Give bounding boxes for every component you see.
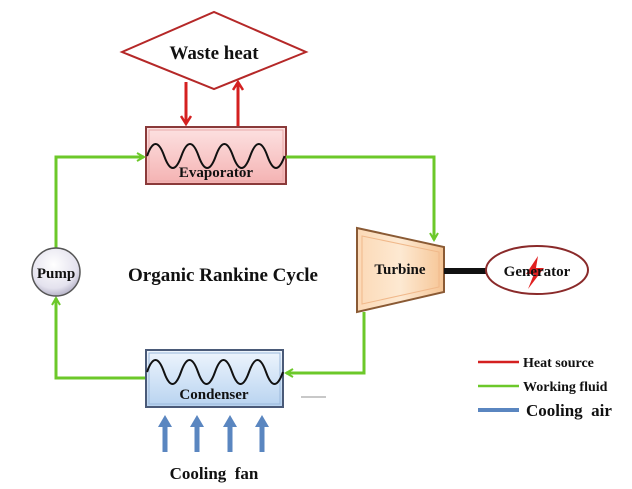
legend-label-cooling-air: Cooling air [526, 401, 612, 420]
generator-label: Generator [504, 264, 571, 280]
fluid-turbine-to-condenser [286, 312, 366, 373]
legend-label-heat-source: Heat source [523, 356, 594, 371]
turbine-node: Turbine [356, 226, 445, 314]
pump-node: Pump [31, 247, 81, 297]
cooling-air-arrows [158, 415, 269, 452]
working-fluid-loop [54, 155, 434, 380]
cooling-fan-label: Cooling fan [170, 464, 259, 483]
fluid-evap-to-turbine [286, 155, 434, 240]
lightning-icon [526, 256, 544, 289]
evaporator-coil [146, 143, 286, 169]
legend-label-working-fluid: Working fluid [523, 380, 608, 395]
fluid-condenser-to-pump [56, 298, 146, 380]
condenser-node: Condenser [145, 349, 284, 408]
generator-node: Generator [485, 245, 589, 295]
condenser-coil [146, 359, 284, 385]
diagram-title: Organic Rankine Cycle [128, 265, 318, 286]
fluid-pump-to-evaporator [54, 157, 144, 248]
waste-heat-label: Waste heat [169, 43, 259, 64]
waste-heat-node: Waste heat [119, 10, 309, 91]
evaporator-label: Evaporator [179, 165, 254, 181]
legend: Heat source Working fluid Cooling air [478, 356, 612, 420]
turbine-label: Turbine [374, 262, 425, 278]
condenser-label: Condenser [179, 387, 249, 403]
pump-label: Pump [37, 266, 75, 282]
evaporator-node: Evaporator [145, 126, 287, 185]
